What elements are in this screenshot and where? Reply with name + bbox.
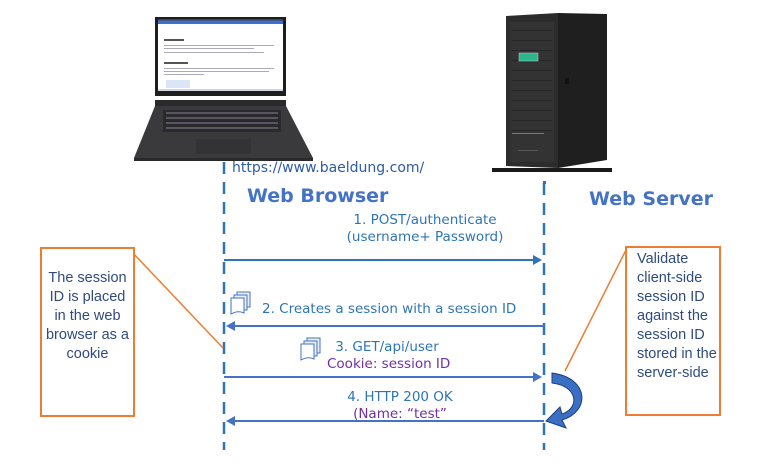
arrow-step-2	[226, 321, 544, 331]
document-stack-icon	[300, 337, 321, 361]
arrow-step-1	[224, 255, 542, 265]
message-step-2: 2. Creates a session with a session ID	[262, 301, 516, 318]
message-step-1: 1. POST/authenticate (username+ Password…	[300, 212, 550, 246]
message-step-4-line1: 4. HTTP 200 OK	[347, 389, 453, 405]
left-note-connector	[130, 250, 224, 349]
message-step-3-cookie: Cookie: session ID	[327, 356, 451, 372]
message-step-1-line1: 1. POST/authenticate	[353, 212, 497, 228]
laptop-icon	[134, 17, 313, 161]
curved-validation-arrow-icon	[545, 372, 583, 429]
arrow-step-4	[226, 416, 544, 426]
message-step-4-body: (Name: “test”	[353, 406, 447, 422]
server-tower-icon	[492, 13, 612, 172]
message-step-4: 4. HTTP 200 OK (Name: “test”	[320, 389, 480, 423]
message-step-3: 3. GET/api/user Cookie: session ID	[327, 339, 451, 373]
document-stack-icon	[230, 291, 251, 315]
note-session-cookie: The session ID is placed in the web brow…	[40, 247, 135, 417]
right-note-connector	[564, 247, 628, 372]
browser-url[interactable]: https://www.baeldung.com/	[232, 160, 425, 176]
arrow-step-3	[224, 372, 542, 382]
note-server-validation: Validate client-side session ID against …	[625, 246, 721, 416]
message-step-3-line1: 3. GET/api/user	[335, 339, 439, 355]
web-browser-label: Web Browser	[247, 185, 389, 207]
message-step-2-line1: 2. Creates a session with a session ID	[262, 301, 517, 317]
message-step-1-line2: (username+ Password)	[346, 229, 504, 245]
web-server-label: Web Server	[589, 188, 713, 210]
